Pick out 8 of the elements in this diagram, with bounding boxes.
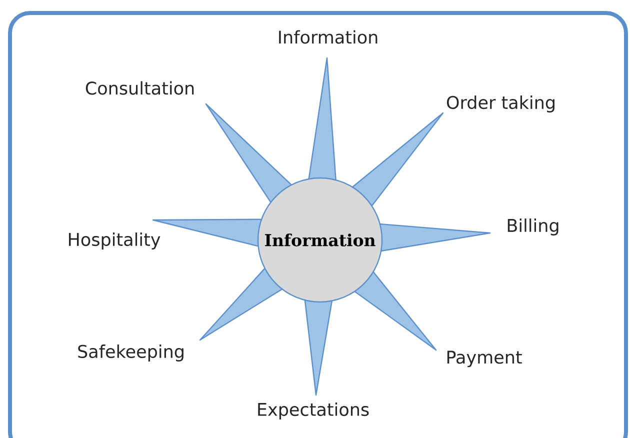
- spoke-label: Consultation: [86, 81, 194, 95]
- spoke-label: Information: [279, 30, 378, 44]
- spoke-label: Billing: [508, 218, 558, 236]
- spoke-label: Expectations: [258, 402, 369, 420]
- spoke-label: Hospitality: [69, 232, 160, 250]
- spoke-label: Safekeeping: [78, 344, 184, 362]
- spoke-label: Order taking: [446, 96, 554, 112]
- spoke-label: Payment: [447, 350, 522, 368]
